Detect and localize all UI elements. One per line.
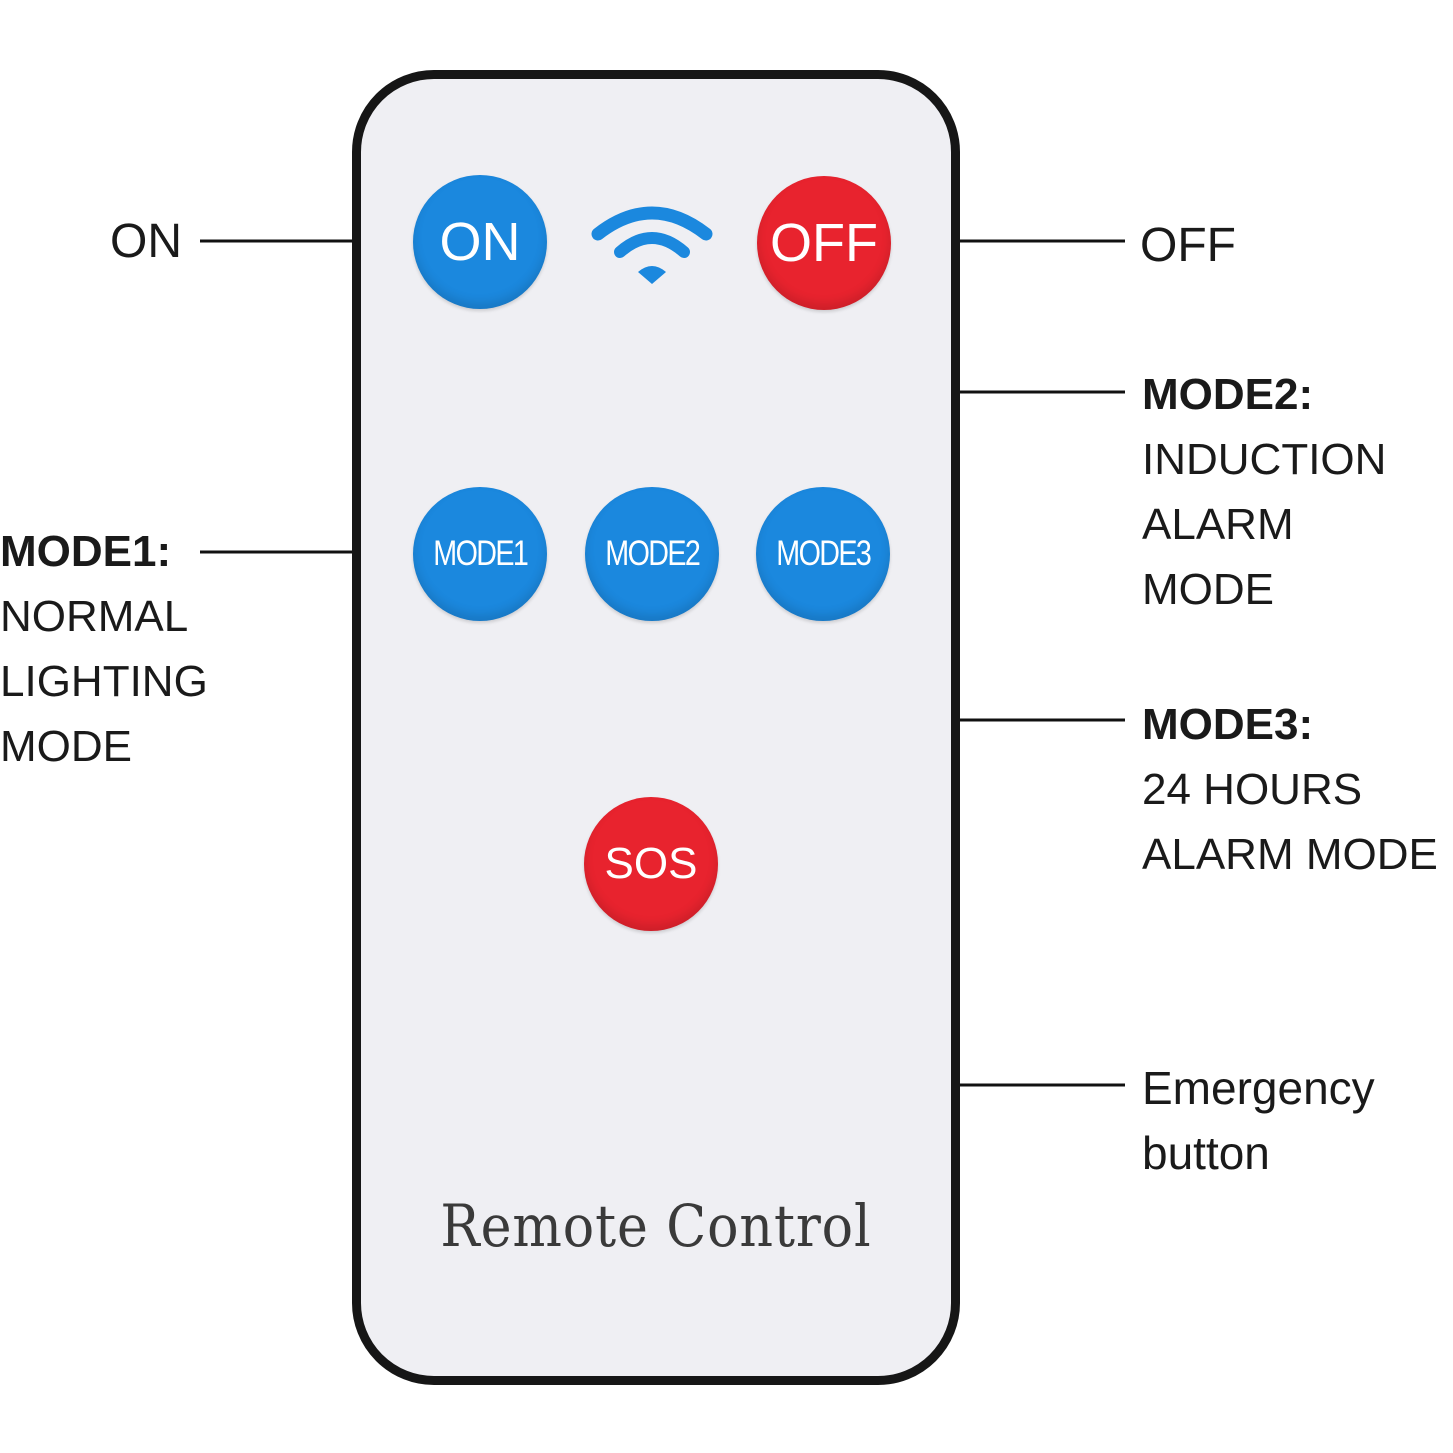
sos-button[interactable]: SOS: [584, 797, 718, 931]
mode3-callout: MODE3: 24 HOURS ALARM MODE: [1142, 692, 1438, 887]
mode1-callout: MODE1: NORMAL LIGHTING MODE: [0, 519, 208, 779]
mode2-callout-title: MODE2:: [1142, 370, 1314, 419]
mode2-callout-line: INDUCTION: [1142, 435, 1387, 484]
mode1-button-label: MODE1: [433, 534, 529, 573]
off-button-label: OFF: [770, 213, 878, 273]
remote-caption: Remote Control: [440, 1192, 872, 1260]
mode3-button[interactable]: MODE3: [756, 487, 890, 621]
on-button[interactable]: ON: [413, 175, 547, 309]
off-callout: OFF: [1140, 219, 1236, 272]
sos-callout-line: button: [1142, 1127, 1270, 1179]
mode1-callout-line: MODE: [0, 722, 132, 771]
sos-button-label: SOS: [604, 839, 698, 888]
mode2-button[interactable]: MODE2: [585, 487, 719, 621]
mode3-callout-title: MODE3:: [1142, 700, 1314, 749]
mode1-callout-line: LIGHTING: [0, 657, 208, 706]
mode2-callout: MODE2: INDUCTION ALARM MODE: [1142, 362, 1386, 622]
mode3-callout-line: ALARM MODE: [1142, 830, 1438, 879]
mode1-callout-title: MODE1:: [0, 527, 172, 576]
sos-callout: Emergency button: [1142, 1056, 1375, 1186]
sos-callout-line: Emergency: [1142, 1062, 1375, 1114]
mode2-callout-line: ALARM: [1142, 500, 1294, 549]
mode2-callout-line: MODE: [1142, 565, 1274, 614]
on-button-label: ON: [439, 212, 521, 272]
mode1-button[interactable]: MODE1: [413, 487, 547, 621]
mode3-callout-line: 24 HOURS: [1142, 765, 1363, 814]
mode1-callout-line: NORMAL: [0, 592, 189, 641]
on-callout: ON: [110, 215, 182, 268]
mode2-button-label: MODE2: [605, 534, 701, 573]
mode3-button-label: MODE3: [776, 534, 872, 573]
off-button[interactable]: OFF: [757, 176, 891, 310]
wifi-signal-icon: [591, 206, 713, 284]
